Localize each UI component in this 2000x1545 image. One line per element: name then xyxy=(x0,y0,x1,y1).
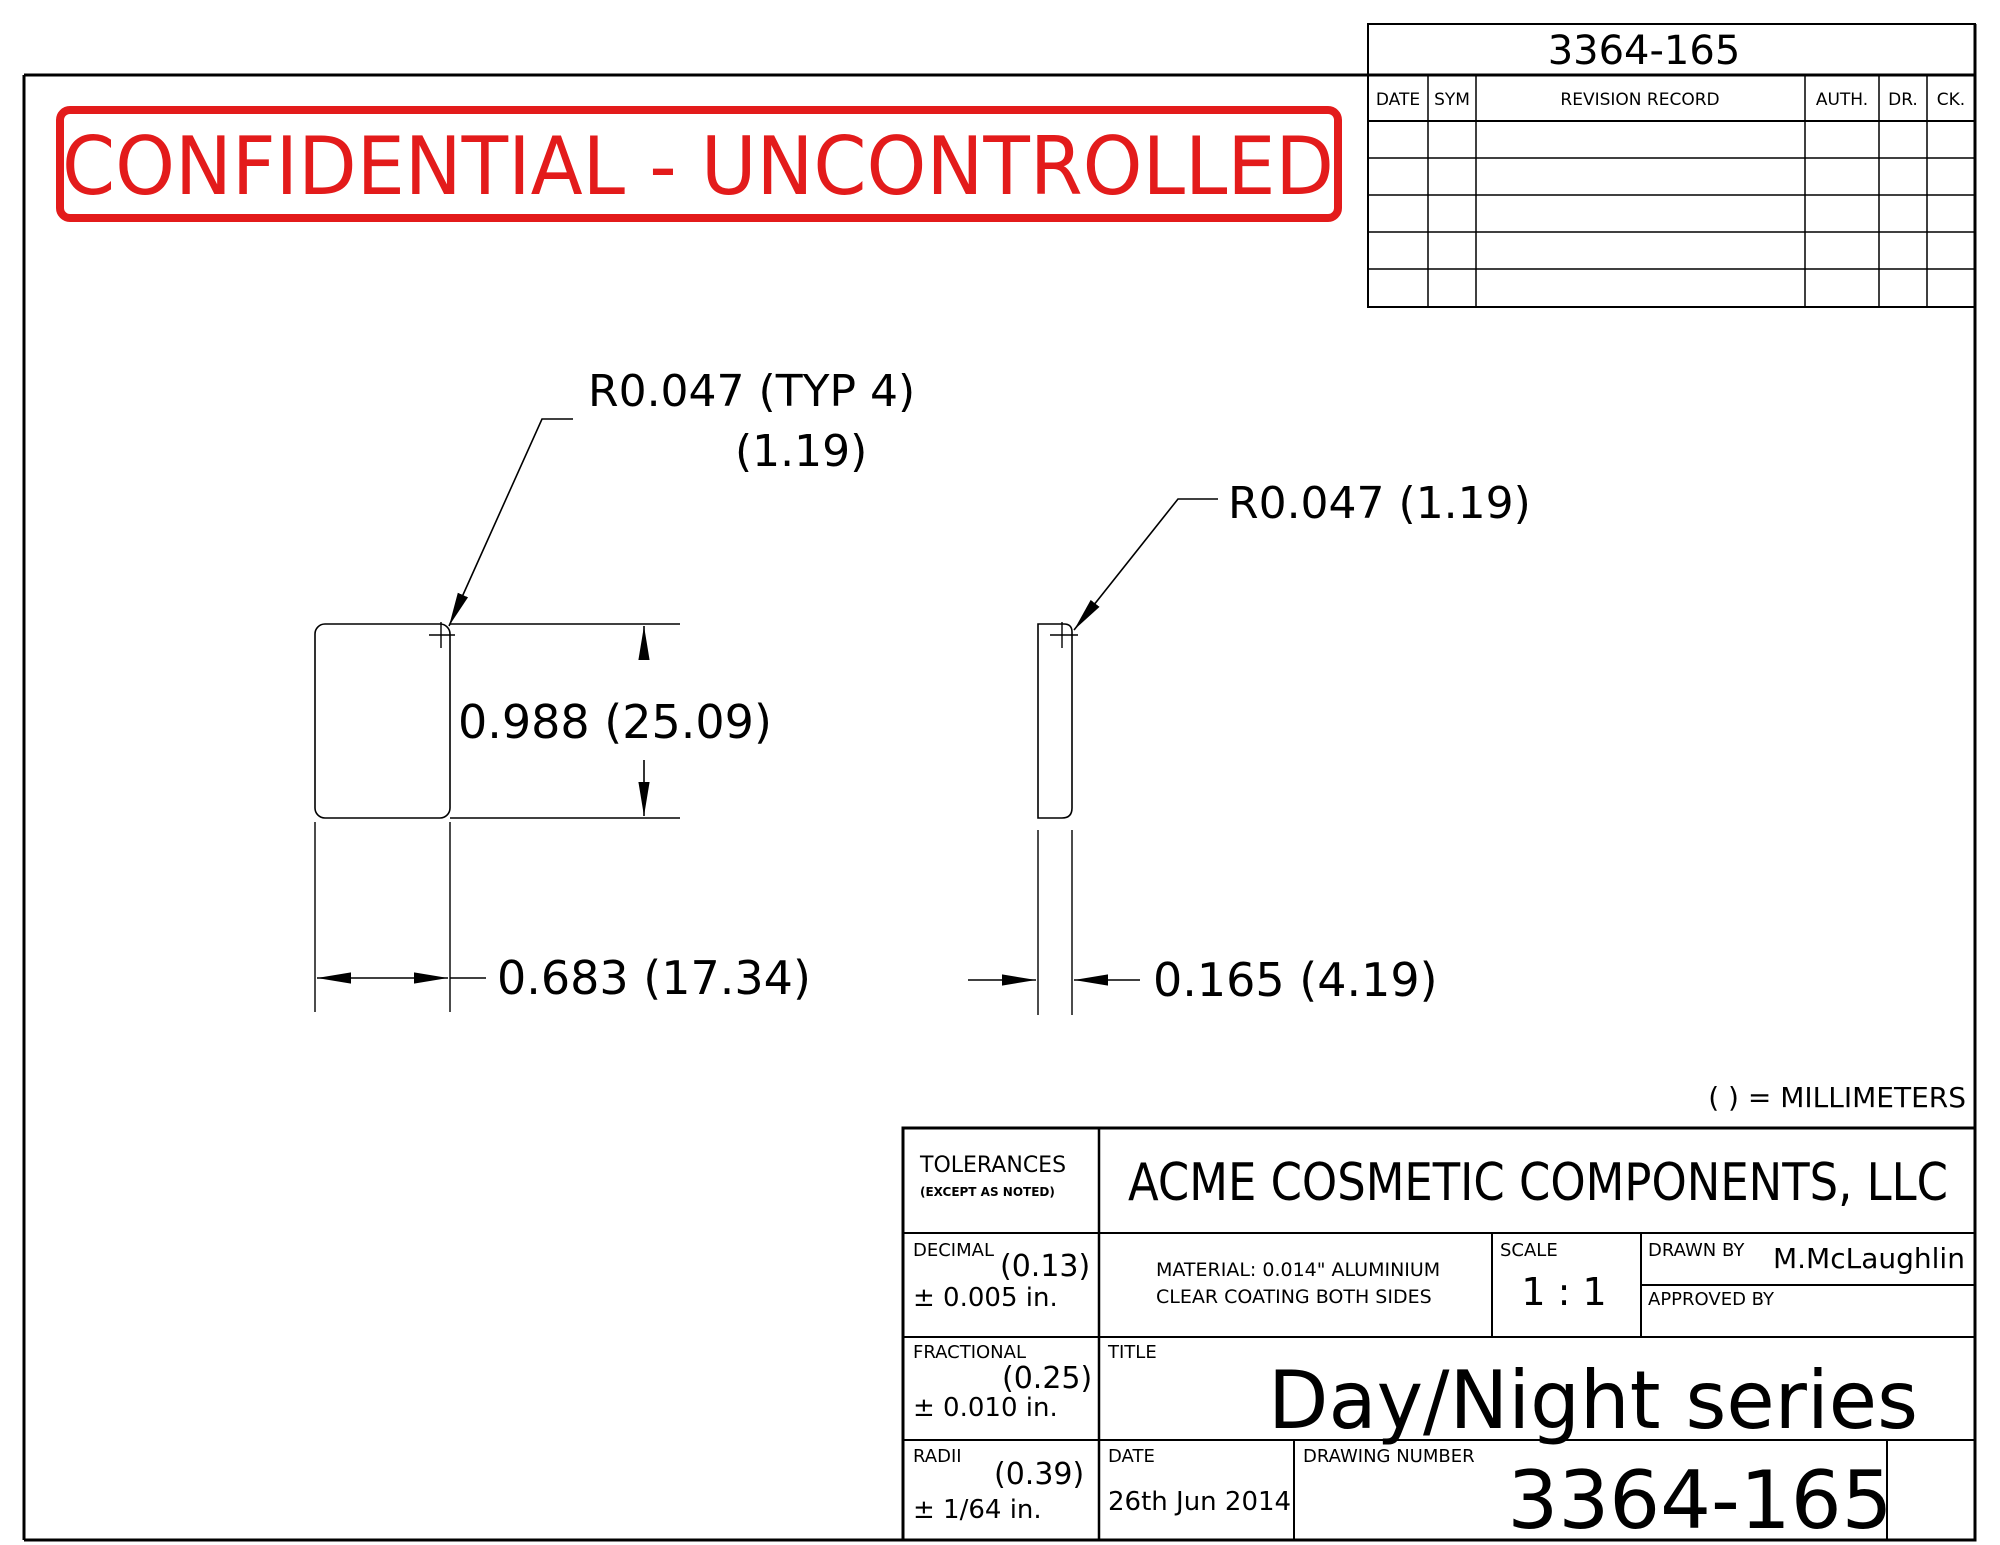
confidential-banner: CONFIDENTIAL - UNCONTROLLED xyxy=(56,106,1342,222)
approved-by-label: APPROVED BY xyxy=(1648,1289,1775,1310)
rev-header-sym: SYM xyxy=(1434,90,1470,110)
drawing-number-value: 3364-165 xyxy=(1507,1454,1892,1545)
radii-label: RADII xyxy=(913,1446,962,1467)
units-note: ( ) = MILLIMETERS xyxy=(1708,1081,1966,1114)
rev-header-ck: CK. xyxy=(1937,90,1965,110)
title-label: TITLE xyxy=(1107,1342,1157,1363)
fractional-label: FRACTIONAL xyxy=(913,1342,1026,1363)
rev-header-dr: DR. xyxy=(1888,90,1918,110)
drawn-by-value: M.McLaughlin xyxy=(1773,1242,1965,1275)
confidential-banner-text: CONFIDENTIAL - UNCONTROLLED xyxy=(62,120,1334,213)
rev-header-auth: AUTH. xyxy=(1816,90,1868,110)
revision-block: 3364-165 DATE SYM REVISION RECORD AUTH. … xyxy=(1367,23,1976,308)
width-dimension: 0.683 (17.34) xyxy=(497,951,811,1005)
date-value: 26th Jun 2014 xyxy=(1108,1487,1291,1517)
front-view-outline xyxy=(314,623,451,819)
corner-radius-mm-label: (1.19) xyxy=(735,426,867,477)
scale-label: SCALE xyxy=(1500,1240,1558,1261)
decimal-value: ± 0.005 in. xyxy=(913,1283,1058,1313)
decimal-mm: (0.13) xyxy=(1000,1249,1090,1284)
scale-value: 1 : 1 xyxy=(1521,1270,1606,1314)
tolerances-label: TOLERANCES xyxy=(919,1153,1066,1178)
material-line-1: MATERIAL: 0.014" ALUMINIUM xyxy=(1156,1259,1440,1281)
drawing-number-label: DRAWING NUMBER xyxy=(1303,1446,1475,1467)
side-view: R0.047 (1.19) 0.165 (4.19) xyxy=(968,478,1531,1015)
rev-header-date: DATE xyxy=(1376,90,1420,110)
date-label: DATE xyxy=(1108,1446,1155,1467)
fractional-mm: (0.25) xyxy=(1002,1361,1092,1396)
side-view-outline xyxy=(1037,623,1073,819)
title-block: TOLERANCES (EXCEPT AS NOTED) ACME COSMET… xyxy=(901,1126,1977,1545)
corner-radius-label: R0.047 (TYP 4) xyxy=(588,366,915,417)
edge-radius-label: R0.047 (1.19) xyxy=(1228,478,1531,529)
fractional-value: ± 0.010 in. xyxy=(913,1393,1058,1423)
radii-value: ± 1/64 in. xyxy=(913,1495,1042,1525)
tolerances-sub: (EXCEPT AS NOTED) xyxy=(920,1185,1055,1199)
material-line-2: CLEAR COATING BOTH SIDES xyxy=(1156,1286,1432,1308)
thickness-dimension: 0.165 (4.19) xyxy=(1153,953,1438,1007)
rev-header-record: REVISION RECORD xyxy=(1560,90,1719,110)
front-view: R0.047 (TYP 4) (1.19) 0.988 (25.09) 0.68… xyxy=(314,366,915,1012)
drawing-title: Day/Night series xyxy=(1268,1354,1918,1447)
radii-mm: (0.39) xyxy=(994,1457,1084,1492)
company-name: ACME COSMETIC COMPONENTS, LLC xyxy=(1128,1153,1948,1213)
decimal-label: DECIMAL xyxy=(913,1240,994,1261)
drawn-by-label: DRAWN BY xyxy=(1648,1240,1745,1261)
revision-drawing-number: 3364-165 xyxy=(1548,28,1741,74)
height-dimension: 0.988 (25.09) xyxy=(458,695,772,749)
